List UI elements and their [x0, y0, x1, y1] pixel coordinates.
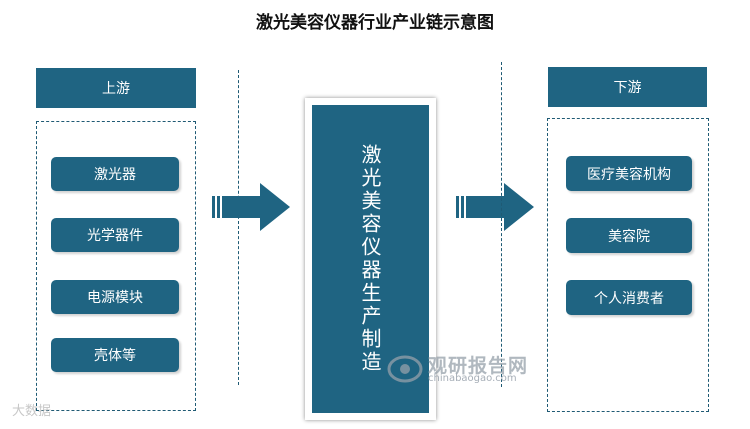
downstream-item-consumer: 个人消费者 — [566, 280, 692, 315]
upstream-item-power-module: 电源模块 — [51, 280, 179, 314]
center-process-label: 激光美容仪器生产制造 — [312, 105, 429, 413]
upstream-header: 上游 — [36, 68, 196, 108]
center-process-box: 激光美容仪器生产制造 — [305, 98, 436, 420]
watermark-url: chinabaogao.com — [428, 373, 517, 384]
upstream-item-housing: 壳体等 — [51, 338, 179, 372]
divider-line-left — [238, 70, 239, 385]
right-arrow-icon — [212, 183, 290, 231]
diagram-title: 激光美容仪器行业产业链示意图 — [256, 13, 494, 33]
divider-line-right — [501, 62, 502, 387]
downstream-panel — [547, 118, 709, 412]
upstream-item-laser: 激光器 — [51, 157, 179, 191]
upstream-item-optical-parts: 光学器件 — [51, 218, 179, 252]
upstream-panel — [36, 121, 196, 411]
corner-watermark: 大数据 — [12, 404, 52, 419]
watermark-text: 观研报告网 — [428, 355, 529, 377]
downstream-item-medical-beauty: 医疗美容机构 — [566, 156, 692, 191]
downstream-header: 下游 — [548, 67, 707, 107]
downstream-item-beauty-salon: 美容院 — [566, 218, 692, 253]
watermark-logo-icon — [387, 355, 423, 383]
right-arrow-icon — [456, 183, 534, 231]
